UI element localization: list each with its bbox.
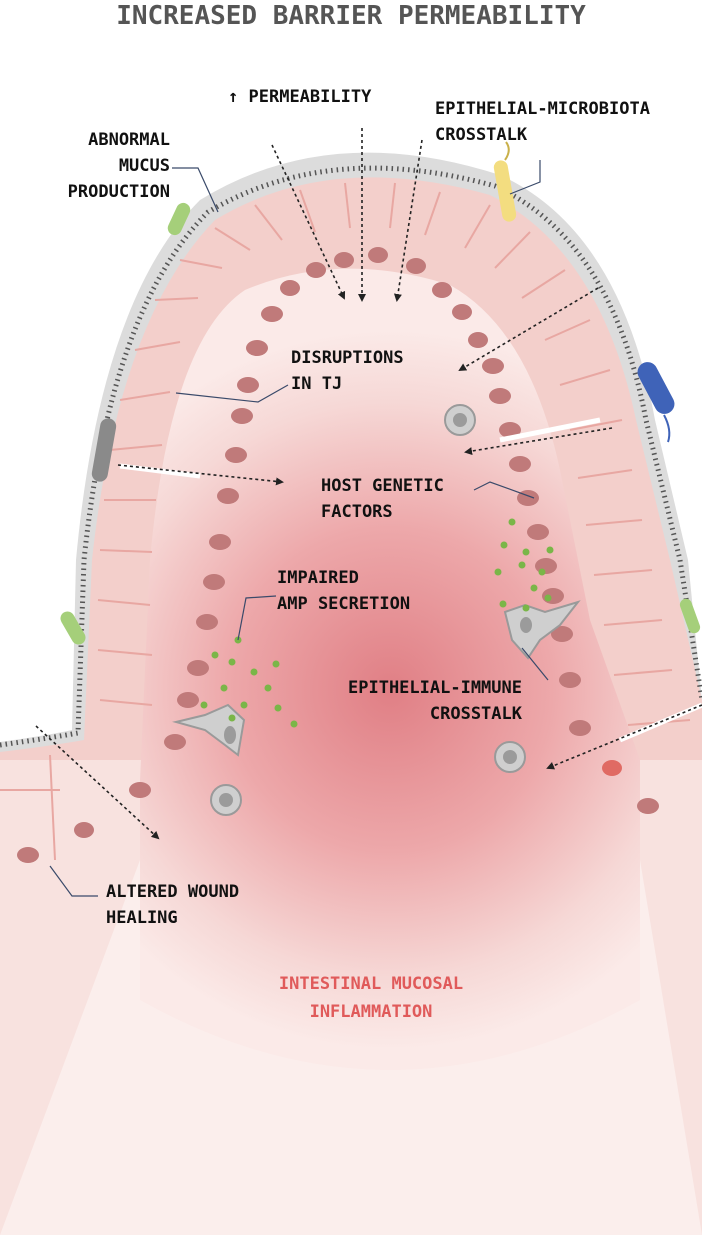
immune-cells <box>172 404 581 816</box>
permeability-arrows <box>35 128 702 840</box>
up-arrow-icon: ↑ <box>228 87 239 107</box>
cell-borders <box>0 182 691 861</box>
label-altered-wound: ALTERED WOUND HEALING <box>106 882 240 928</box>
label-disruptions-tj: DISRUPTIONS IN TJ <box>291 348 404 394</box>
label-epithelial-immune: EPITHELIAL-IMMUNE CROSSTALK <box>348 678 522 724</box>
label-host-genetic: HOST GENETIC FACTORS <box>321 476 444 522</box>
label-inflammation: INTESTINAL MUCOSAL INFLAMMATION <box>278 974 464 1022</box>
label-epithelial-microbiota: EPITHELIAL-MICROBIOTA CROSSTALK <box>435 99 650 145</box>
leader-lines <box>49 160 549 897</box>
label-abnormal-mucus: ABNORMAL MUCUS PRODUCTION <box>67 130 170 202</box>
label-impaired-amp: IMPAIRED AMP SECRETION <box>277 568 411 614</box>
label-permeability: ↑ PERMEABILITY <box>228 87 372 107</box>
bacteria <box>60 141 701 645</box>
amp-dots <box>200 518 554 728</box>
page-title: INCREASED BARRIER PERMEABILITY <box>116 1 586 31</box>
nuclei <box>17 247 659 863</box>
